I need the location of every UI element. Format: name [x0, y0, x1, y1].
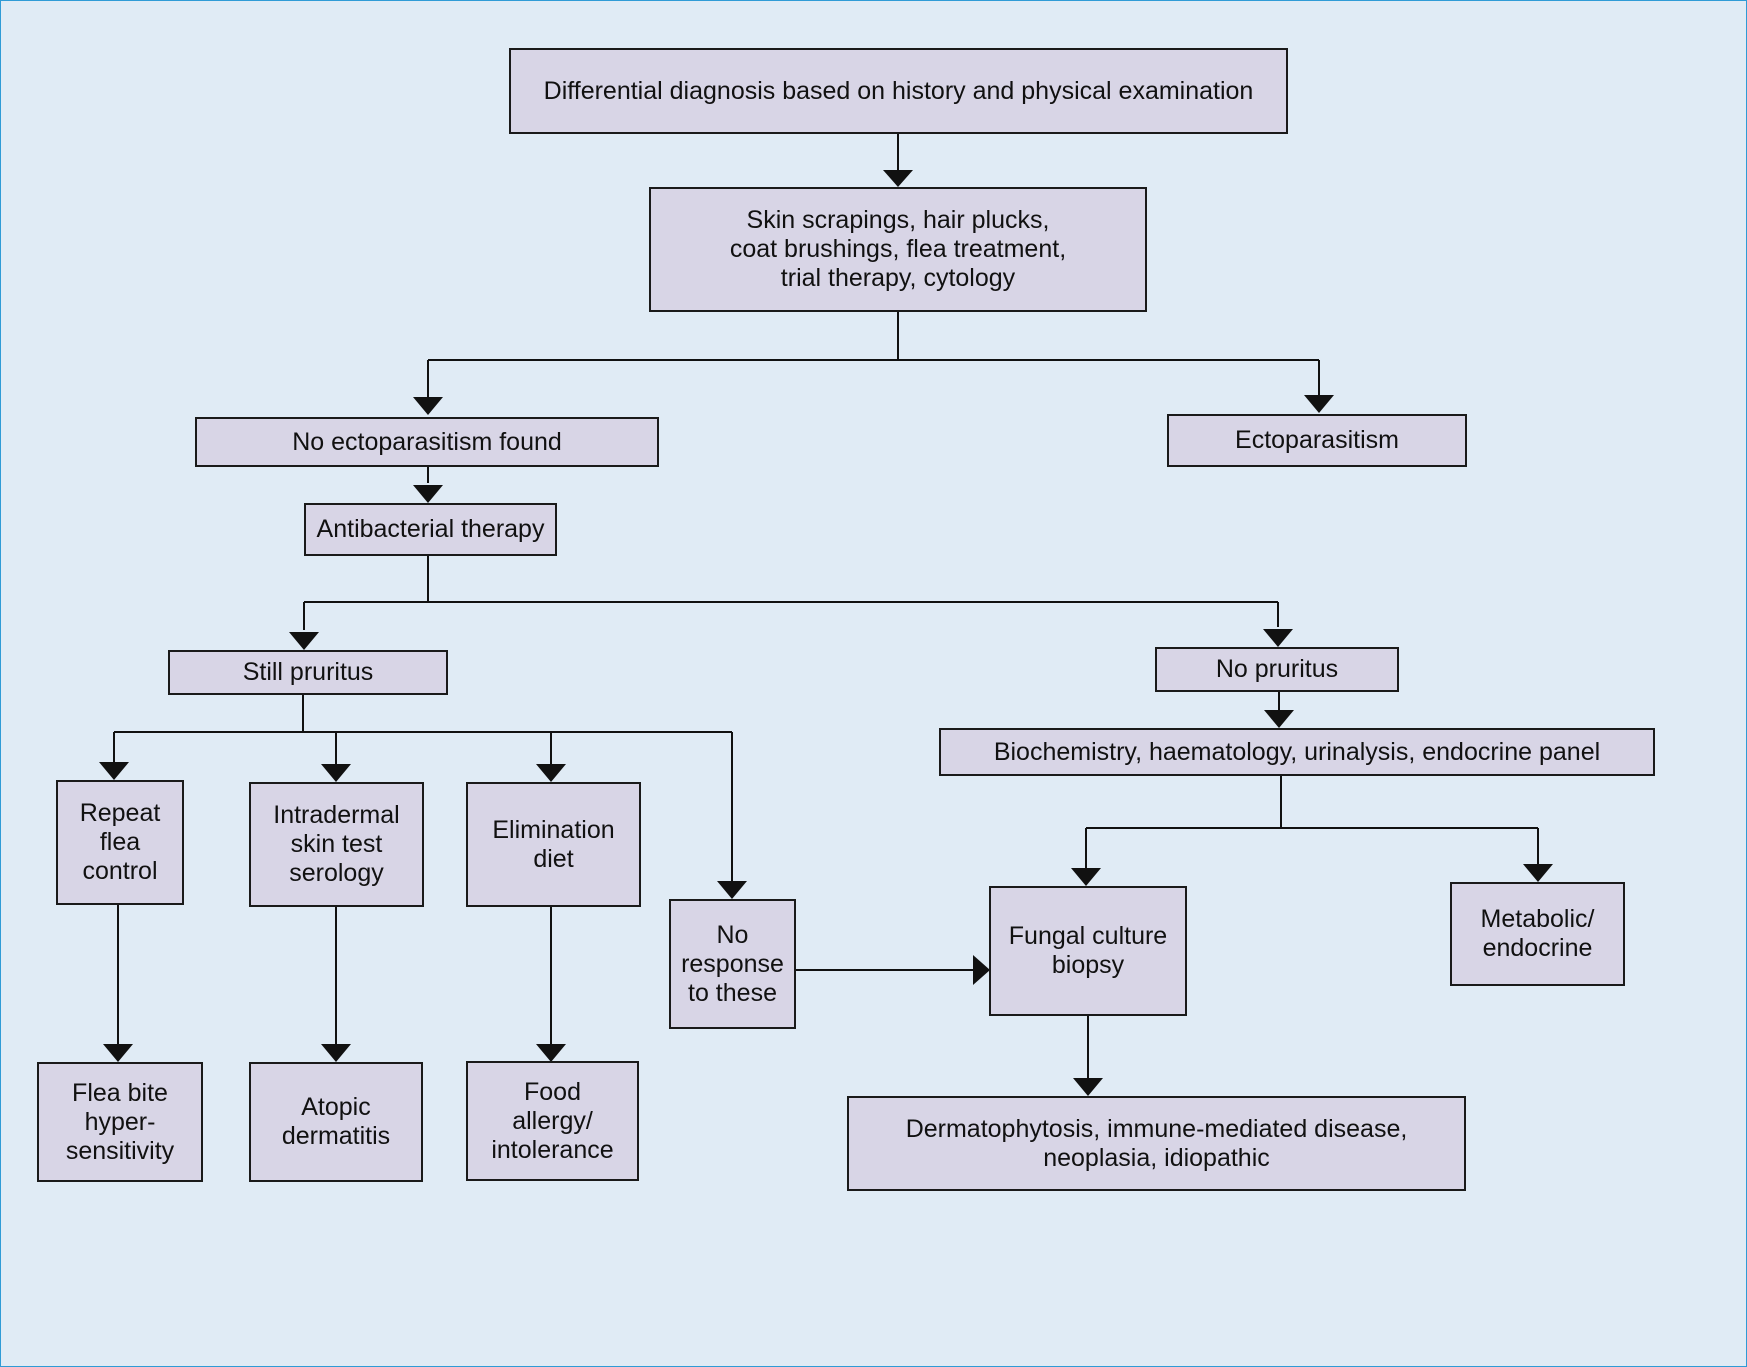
antibacterial-therapy-box: Antibacterial therapy — [304, 503, 557, 556]
arrowhead-food — [536, 1044, 566, 1062]
atopic-dermatitis-box: Atopic dermatitis — [249, 1062, 423, 1182]
ectoparasitism-box: Ectoparasitism — [1167, 414, 1467, 467]
differential-diagnosis-box: Differential diagnosis based on history … — [509, 48, 1288, 134]
fungal-culture-biopsy-box: Fungal culture biopsy — [989, 886, 1187, 1016]
arrowhead-still-pruritus — [289, 632, 319, 650]
repeat-flea-control-box: Repeat flea control — [56, 780, 184, 905]
arrowhead-elimination — [536, 764, 566, 782]
arrowhead-biochem — [1264, 710, 1294, 728]
skin-tests-box: Skin scrapings, hair plucks, coat brushi… — [649, 187, 1147, 312]
arrowhead-repeat-flea — [99, 762, 129, 780]
arrowhead-ecto — [1304, 395, 1334, 413]
arrowhead-dermatophytosis — [1073, 1078, 1103, 1096]
arrowhead-antibacterial — [413, 485, 443, 503]
arrowhead-flea-bite — [103, 1044, 133, 1062]
arrowhead-atopic — [321, 1044, 351, 1062]
no-ectoparasitism-box: No ectoparasitism found — [195, 417, 659, 467]
arrowhead-fungal — [1071, 868, 1101, 886]
no-response-box: No response to these — [669, 899, 796, 1029]
elimination-diet-box: Elimination diet — [466, 782, 641, 907]
arrowhead-intradermal — [321, 764, 351, 782]
metabolic-endocrine-box: Metabolic/ endocrine — [1450, 882, 1625, 986]
intradermal-skin-test-box: Intradermal skin test serology — [249, 782, 424, 907]
arrowhead-no-ecto — [413, 397, 443, 415]
arrowhead-fungal-side — [973, 955, 990, 985]
flea-bite-hypersensitivity-box: Flea bite hyper- sensitivity — [37, 1062, 203, 1182]
arrowhead-tests — [883, 170, 913, 187]
biochemistry-panel-box: Biochemistry, haematology, urinalysis, e… — [939, 728, 1655, 776]
arrowhead-no-response — [717, 881, 747, 899]
arrowhead-metabolic — [1523, 864, 1553, 882]
dermatophytosis-box: Dermatophytosis, immune-mediated disease… — [847, 1096, 1466, 1191]
no-pruritus-box: No pruritus — [1155, 647, 1399, 692]
arrowhead-no-pruritus — [1263, 629, 1293, 647]
still-pruritus-box: Still pruritus — [168, 650, 448, 695]
food-allergy-box: Food allergy/ intolerance — [466, 1061, 639, 1181]
